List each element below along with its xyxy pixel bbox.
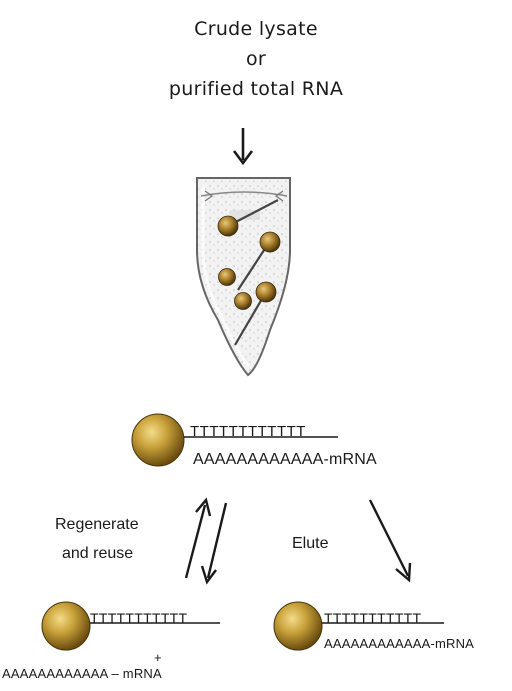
tube-bead bbox=[218, 216, 238, 236]
elute-arrow bbox=[370, 500, 410, 580]
regenerate-label-line-1: Regenerate bbox=[55, 516, 139, 534]
tube-bead bbox=[219, 269, 236, 286]
eluted-oligo-dt: TTTTTTTTTTT bbox=[324, 610, 421, 626]
free-poly-a-mrna: AAAAAAAAAAAA – mRNA bbox=[2, 666, 162, 681]
regenerated-oligo-dt: TTTTTTTTTTT bbox=[90, 610, 187, 626]
bound-poly-a: AAAAAAAAAAAA-mRNA bbox=[193, 451, 377, 469]
eluted-poly-a: AAAAAAAAAAAA-mRNA bbox=[324, 636, 474, 651]
tube bbox=[197, 178, 290, 375]
elute-label: Elute bbox=[292, 535, 328, 553]
equilibrium-arrows bbox=[186, 500, 226, 582]
input-arrow bbox=[234, 128, 252, 163]
tube-bead bbox=[256, 282, 276, 302]
plus-sign: + bbox=[154, 650, 162, 665]
tube-bead bbox=[260, 232, 280, 252]
tube-bead bbox=[235, 293, 252, 310]
regenerate-label-line-2: and reuse bbox=[62, 545, 133, 563]
bound-oligo-dt: TTTTTTTTTTTT bbox=[190, 423, 306, 440]
